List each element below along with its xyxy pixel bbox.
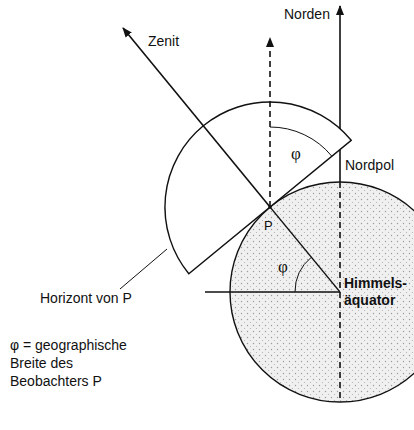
north-label: Norden bbox=[284, 6, 330, 23]
equator-label: Himmels- äquator bbox=[344, 275, 410, 309]
caption-note: φ = geographische Breite des Beobachters… bbox=[10, 336, 142, 390]
equator-line bbox=[205, 291, 340, 293]
horizon-label: Horizont von P bbox=[40, 290, 132, 307]
observer-label: P bbox=[264, 217, 273, 234]
horizon-half-disk bbox=[165, 102, 351, 274]
zenith-label: Zenit bbox=[148, 33, 179, 50]
latitude-arc bbox=[295, 257, 311, 292]
angle-symbol: φ bbox=[278, 258, 288, 275]
zenith-arrow bbox=[123, 28, 270, 207]
leader-line bbox=[120, 249, 167, 289]
angle-symbol: φ bbox=[291, 145, 301, 162]
north-arrow bbox=[339, 6, 341, 182]
radius-line bbox=[270, 207, 340, 292]
observer-point bbox=[268, 205, 272, 209]
pole-label: Nordpol bbox=[345, 157, 394, 174]
local-north-arrow bbox=[269, 38, 271, 207]
